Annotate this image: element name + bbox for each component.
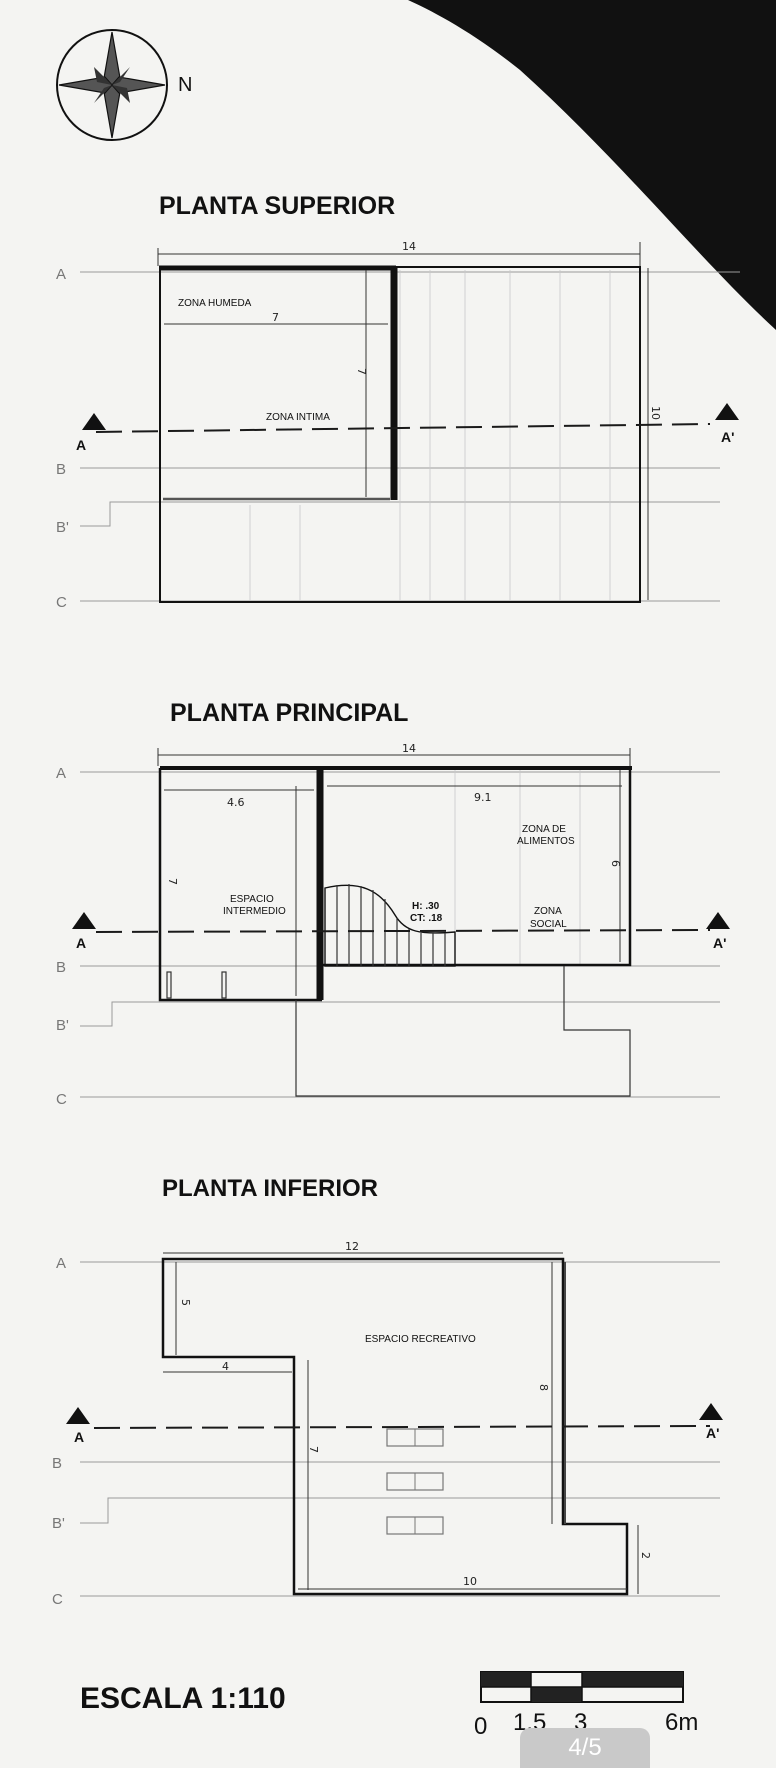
grid-line-b-prime xyxy=(80,1001,720,1027)
section-marker-left-icon xyxy=(82,413,106,430)
grid-line-b-prime xyxy=(80,1497,720,1524)
axis-label-b: B xyxy=(52,1455,62,1472)
section-left-label: A xyxy=(74,1429,84,1445)
dim-left-height: 5 xyxy=(179,1299,192,1306)
section-left-label: A xyxy=(76,437,86,453)
scale-tick-6m: 6m xyxy=(665,1709,698,1736)
axis-label-c: C xyxy=(56,1091,67,1108)
dim-left-width: 4.6 xyxy=(227,796,245,809)
dim-width: 14 xyxy=(402,240,416,253)
dim-left-width: 4 xyxy=(222,1360,229,1373)
zona-social-label-1: ZONA xyxy=(534,906,562,917)
hatch-fill xyxy=(249,270,611,600)
plan-inferior-outline xyxy=(161,1257,629,1596)
dim-height: 10 xyxy=(649,406,662,420)
plan-inferior-title: PLANTA INFERIOR xyxy=(162,1175,378,1202)
staircase xyxy=(324,884,456,967)
axis-label-a: A xyxy=(56,765,66,782)
dim-width: 14 xyxy=(402,742,416,755)
axis-label-c: C xyxy=(56,594,67,611)
dim-right-height: 6 xyxy=(609,860,622,867)
compass-rose-icon xyxy=(56,29,168,141)
north-label: N xyxy=(178,74,192,96)
espacio-intermedio-label-2: INTERMEDIO xyxy=(223,906,286,917)
section-marker-left-icon xyxy=(72,912,96,929)
section-line xyxy=(93,1425,711,1429)
section-marker-right-icon xyxy=(715,403,739,420)
section-right-label: A' xyxy=(706,1425,719,1441)
axis-label-b-prime: B' xyxy=(56,1017,69,1034)
dim-step-height: 2 xyxy=(639,1552,652,1559)
axis-label-a: A xyxy=(56,1255,66,1272)
axis-label-b: B xyxy=(56,461,66,478)
scale-tick-0: 0 xyxy=(474,1713,487,1740)
section-line xyxy=(95,423,711,433)
level-ct-label: CT: .18 xyxy=(410,913,443,924)
axis-label-c: C xyxy=(52,1591,63,1608)
espacio-intermedio-label-1: ESPACIO xyxy=(230,894,274,905)
plan-inferior: 12 5 4 7 8 10 2 ESPACIO RECREATIVO A A' … xyxy=(52,1240,723,1608)
axis-label-b-prime: B' xyxy=(52,1515,65,1532)
scale-title: ESCALA 1:110 xyxy=(80,1682,286,1715)
plan-superior: 14 7 7 10 ZONA HUMEDA ZONA INTIMA A A' A… xyxy=(56,240,740,611)
page-indicator: 4/5 xyxy=(520,1728,650,1768)
level-height-label: H: .30 xyxy=(412,901,440,912)
plan-superior-outline xyxy=(159,266,641,603)
dim-inner-height: 7 xyxy=(355,368,368,375)
zone-alimentos-label-1: ZONA DE xyxy=(522,824,566,835)
axis-label-a: A xyxy=(56,266,66,283)
grid-line-b-prime xyxy=(80,501,720,527)
section-left-label: A xyxy=(76,935,86,951)
dim-right-width: 9.1 xyxy=(474,791,492,804)
plan-principal: 14 4.6 9.1 7 6 ZONA DE ALIMENTOS ESPACIO… xyxy=(56,742,730,1108)
section-right-label: A' xyxy=(721,429,734,445)
section-marker-right-icon xyxy=(706,912,730,929)
section-marker-left-icon xyxy=(66,1407,90,1424)
axis-label-b-prime: B' xyxy=(56,519,69,536)
dim-width-top: 12 xyxy=(345,1240,359,1253)
zona-social-label-2: SOCIAL xyxy=(530,919,567,930)
dim-left-height: 7 xyxy=(166,878,179,885)
plan-superior-title: PLANTA SUPERIOR xyxy=(159,192,395,220)
zone-intima-label: ZONA INTIMA xyxy=(266,412,330,423)
section-marker-right-icon xyxy=(699,1403,723,1420)
axis-label-b: B xyxy=(56,959,66,976)
plan-principal-title: PLANTA PRINCIPAL xyxy=(170,699,408,727)
dim-bottom-width: 10 xyxy=(463,1575,477,1588)
dim-mid-height: 7 xyxy=(307,1446,320,1453)
section-right-label: A' xyxy=(713,935,726,951)
dark-corner-shape xyxy=(408,0,776,330)
dim-inner-width: 7 xyxy=(272,311,279,324)
dim-right-height: 8 xyxy=(537,1384,550,1391)
parking-spaces xyxy=(386,1428,444,1535)
espacio-recreativo-label: ESPACIO RECREATIVO xyxy=(365,1334,476,1345)
zone-humeda-label: ZONA HUMEDA xyxy=(178,298,252,309)
section-line xyxy=(95,929,711,933)
zone-alimentos-label-2: ALIMENTOS xyxy=(517,836,575,847)
